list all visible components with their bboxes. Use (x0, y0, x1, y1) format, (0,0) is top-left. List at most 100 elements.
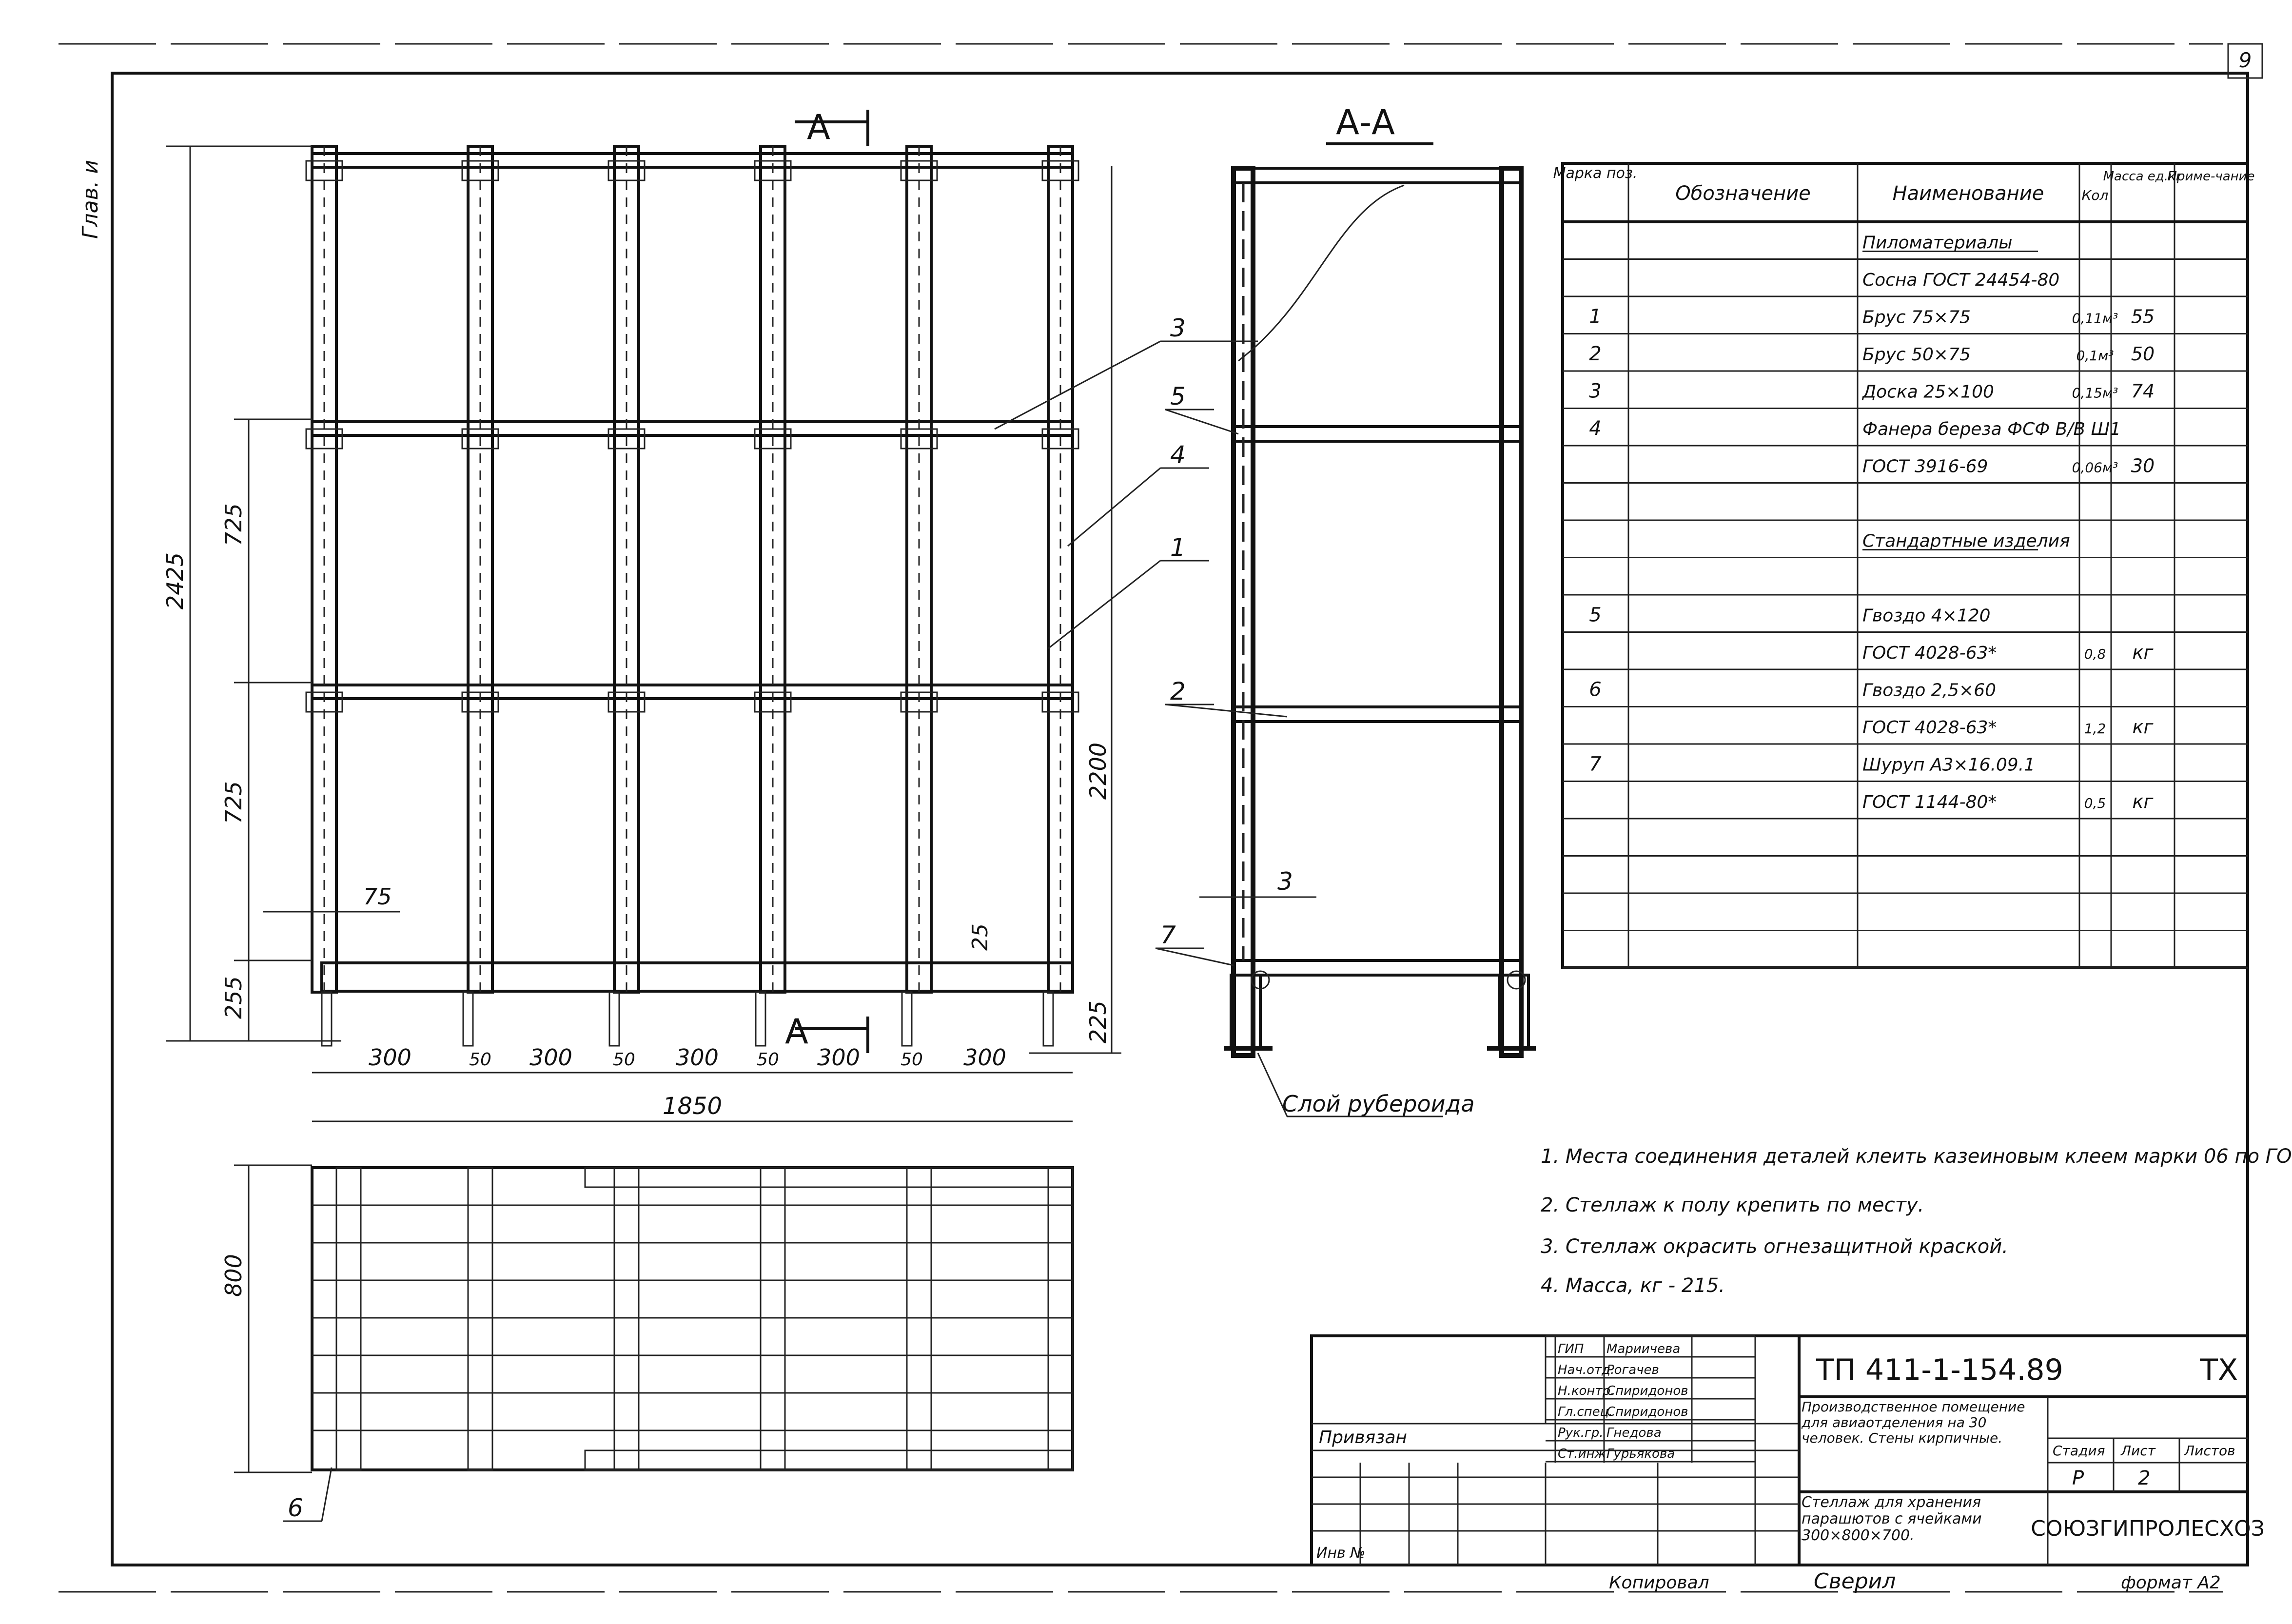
spec-name: Гвоздо 2,5×60 (1862, 681, 1996, 701)
spec-mark: 7 (1589, 753, 1602, 776)
role-name: Спиридонов (1606, 1405, 1688, 1419)
spec-name: Сосна ГОСТ 24454-80 (1862, 270, 2059, 290)
spec-mass: 30 (2131, 455, 2155, 477)
stage-value: Р (2072, 1467, 2084, 1489)
spec-qty: 1,2 (2084, 721, 2106, 737)
sheets-label: Листов (2184, 1443, 2235, 1459)
spec-mark: 2 (1589, 343, 1601, 365)
project-desc: Производственное помещение для авиаотдел… (1802, 1399, 2025, 1446)
format-label: формат А2 (2121, 1573, 2221, 1593)
spec-mark: 5 (1589, 604, 1601, 626)
dim-base-225: 225 (1085, 1000, 1111, 1043)
dim-overall-height: 2425 (162, 552, 188, 609)
spec-name: Фанера береза ФСФ В/В Ш1 (1862, 419, 2121, 439)
dim-post-75: 75 (363, 883, 392, 910)
bay-dim-3: 300 (529, 1044, 572, 1071)
spec-name: ГОСТ 4028-63* (1862, 643, 1997, 663)
col-mass: Масса ед.кг (2103, 169, 2183, 184)
role-name: Спиридонов (1606, 1384, 1688, 1398)
dim-2200: 2200 (1085, 743, 1111, 800)
bound-label: Привязан (1319, 1428, 1407, 1448)
spec-name: Пиломатериалы (1862, 233, 2013, 253)
side-note: Глав. и (78, 160, 103, 239)
dim-total-width: 1850 (663, 1093, 722, 1120)
notes: 1. Места соединения деталей клеить казеи… (1541, 1145, 2292, 1297)
role-name: Мариичева (1606, 1342, 1680, 1356)
dim-base-255: 255 (220, 976, 247, 1019)
note-3: 3. Стеллаж окрасить огнезащитной краской… (1541, 1235, 2008, 1258)
note-1: 1. Места соединения деталей клеить казеи… (1541, 1145, 2292, 1168)
role-title: ГИП (1558, 1342, 1584, 1356)
bay-dim-8: 50 (901, 1050, 923, 1070)
doc-code: ТП 411-1-154.89 (1816, 1353, 2063, 1387)
spec-name: Стандартные изделия (1862, 531, 2070, 551)
copied-label: Копировал (1609, 1573, 1709, 1593)
stage-label: Стадия (2053, 1443, 2105, 1459)
spec-name: ГОСТ 4028-63* (1862, 718, 1997, 738)
spec-mass: кг (2133, 791, 2154, 812)
checked-label: Сверил (1814, 1569, 1896, 1594)
plan-view (234, 1164, 1074, 1473)
role-title: Гл.спец. (1558, 1405, 1613, 1419)
front-elevation (166, 145, 1121, 1054)
section-a-a: А-А (1224, 102, 1536, 1058)
role-title: Ст.инж. (1558, 1447, 1610, 1461)
spec-qty: 0,5 (2084, 795, 2106, 811)
role-title: Н.контр. (1558, 1384, 1614, 1398)
role-name: Гурьякова (1606, 1447, 1675, 1461)
spec-mass: кг (2133, 716, 2154, 738)
role-name: Гнедова (1606, 1426, 1662, 1440)
col-designation: Обозначение (1675, 182, 1811, 205)
spec-qty: 0,1м³ (2077, 348, 2114, 364)
spec-name: ГОСТ 3916-69 (1862, 457, 1988, 477)
bay-dim-1: 300 (369, 1044, 411, 1071)
col-mark: Марка поз. (1553, 165, 1638, 182)
section-callout-2: 2 (1170, 677, 1186, 705)
spec-mass: 55 (2131, 306, 2155, 328)
sheet-number: 9 (2239, 48, 2252, 72)
role-title: Рук.гр. (1558, 1426, 1603, 1440)
spec-qty: 0,15м³ (2072, 385, 2118, 401)
plan-callout-6: 6 (288, 1494, 303, 1522)
bay-dim-4: 50 (613, 1050, 635, 1070)
bay-dim-6: 50 (757, 1050, 779, 1070)
spec-mark: 4 (1589, 417, 1601, 440)
note-2: 2. Стеллаж к полу крепить по месту. (1541, 1194, 1924, 1216)
section-title: А-А (1336, 102, 1395, 142)
bay-dim-9: 300 (963, 1044, 1006, 1071)
spec-mark: 1 (1589, 306, 1601, 328)
section-callout-5: 5 (1170, 382, 1186, 411)
col-name: Наименование (1893, 182, 2044, 205)
sheet-title: Стеллаж для хранения парашютов с ячейкам… (1802, 1494, 1982, 1544)
sheet-number-box (2227, 43, 2263, 79)
spec-mark: 3 (1589, 380, 1601, 403)
spec-name: Доска 25×100 (1861, 382, 1994, 402)
bay-dim-2: 50 (469, 1050, 491, 1070)
spec-mass: 74 (2131, 381, 2155, 402)
sheet-label: Лист (2120, 1443, 2156, 1459)
org-name: СОЮЗГИПРОЛЕСХОЗ (2031, 1516, 2265, 1541)
dim-lower-cell: 725 (220, 781, 247, 824)
spec-name: ГОСТ 1144-80* (1862, 792, 1997, 812)
callout-3: 3 (1170, 314, 1186, 342)
bay-dim-5: 300 (676, 1044, 719, 1071)
sheet-no-value: 2 (2138, 1467, 2150, 1489)
spec-name: Брус 75×75 (1862, 308, 1971, 328)
spec-qty: 0,8 (2084, 646, 2106, 662)
section-mark-bottom: А (785, 1012, 808, 1052)
section-callout-3b: 3 (1277, 867, 1293, 896)
doc-mark: ТХ (2199, 1353, 2238, 1387)
spec-name: Брус 50×75 (1862, 345, 1971, 365)
section-mark-top: А (807, 107, 830, 147)
spec-mass: 50 (2131, 343, 2155, 365)
note-4: 4. Масса, кг - 215. (1541, 1274, 1725, 1297)
spec-qty: 0,06м³ (2072, 460, 2118, 476)
col-note: Приме-чание (2167, 169, 2254, 184)
col-qty: Кол (2082, 187, 2109, 203)
inv-label: Инв № (1316, 1545, 1365, 1562)
spec-name: Шуруп А3×16.09.1 (1862, 755, 2035, 775)
spec-mark: 6 (1589, 679, 1601, 701)
spec-table: Марка поз. Обозначение Наименование Кол … (1553, 162, 2255, 969)
